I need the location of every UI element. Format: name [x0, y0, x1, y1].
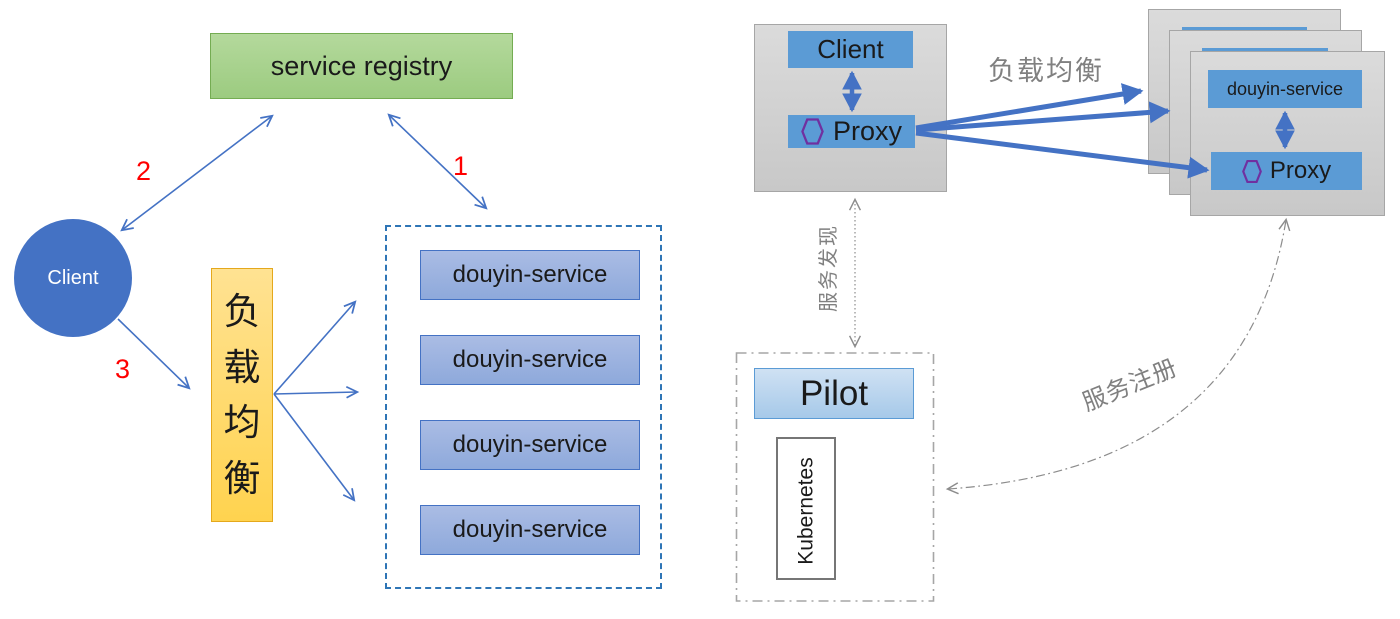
kubernetes-label: Kubernetes: [794, 456, 817, 565]
service-registry-label: service registry: [270, 50, 453, 81]
arrow-lb-fan-bottom: [273, 393, 356, 502]
service-group-container: [385, 225, 662, 589]
service-box-1-label: douyin-service: [452, 261, 608, 288]
pod-proxy-label: Proxy: [832, 116, 903, 146]
arrow-lb-fan-middle: [273, 385, 360, 399]
load-balance-annotation: 负载均衡: [988, 56, 1104, 86]
hexagon-icon: [801, 118, 824, 145]
pod-client-label: Client: [817, 34, 884, 64]
service-pod-middle-strip: [1202, 48, 1328, 52]
client-circle: Client: [14, 219, 132, 337]
pod-proxy-box: Proxy: [788, 115, 915, 148]
service-box-2-label: douyin-service: [452, 346, 608, 373]
arrow-proxy-stack-1: [915, 83, 1144, 131]
service-registry-box: service registry: [210, 33, 513, 99]
stack-proxy-label: Proxy: [1269, 157, 1332, 184]
arrow-lb-fan-top: [273, 300, 357, 395]
arrow-registry-services: [387, 113, 488, 210]
stack-service-label: douyin-service: [1226, 78, 1344, 99]
pod-client-box: Client: [788, 31, 913, 68]
pilot-box: Pilot: [754, 368, 914, 419]
hexagon-icon: [1241, 159, 1262, 183]
service-registration-annotation: 服务注册: [1078, 354, 1182, 417]
load-balancer-label: 负载均衡: [223, 291, 261, 499]
kubernetes-box: Kubernetes: [776, 437, 836, 580]
service-box-4: douyin-service: [420, 505, 640, 555]
arrow-service-registration: [945, 217, 1291, 495]
step-1-label: 1: [453, 151, 469, 181]
service-box-3: douyin-service: [420, 420, 640, 470]
stack-proxy-box: Proxy: [1211, 152, 1362, 190]
step-2-label: 2: [136, 156, 152, 186]
service-box-3-label: douyin-service: [452, 431, 608, 458]
service-box-1: douyin-service: [420, 250, 640, 300]
step-3-label: 3: [115, 354, 131, 384]
arrow-proxy-stack-2: [915, 101, 1171, 133]
stack-service-box: douyin-service: [1208, 70, 1362, 108]
service-box-4-label: douyin-service: [452, 516, 608, 543]
service-pod-back-strip: [1182, 27, 1307, 31]
pilot-label: Pilot: [799, 373, 869, 413]
service-discovery-annotation: 服务发现: [818, 224, 840, 312]
service-box-2: douyin-service: [420, 335, 640, 385]
load-balancer-box: 负载均衡: [211, 268, 273, 522]
client-label: Client: [47, 266, 99, 289]
